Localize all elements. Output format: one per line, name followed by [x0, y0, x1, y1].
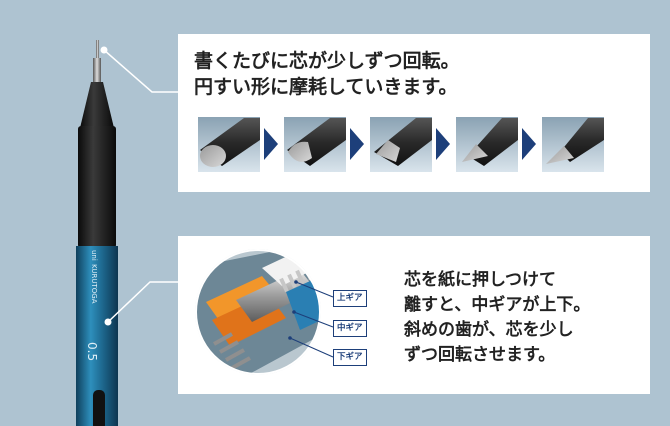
description-line: 斜めの歯が、芯を少し	[404, 320, 574, 340]
lower-gear-label: 下ギア	[333, 349, 367, 366]
upper-gear-label: 上ギア	[333, 290, 367, 307]
pencil-lead	[96, 40, 99, 60]
bottom-callout-line	[107, 281, 178, 323]
description-line: 芯を紙に押しつけて	[404, 270, 556, 290]
top-callout-dot	[100, 46, 108, 54]
middle-gear-label: 中ギア	[333, 320, 367, 337]
description-line: 離すと、中ギアが上下。	[404, 295, 591, 315]
progress-arrow	[350, 128, 364, 160]
progress-arrow	[264, 128, 278, 160]
pencil-sleeve	[93, 58, 101, 82]
bottom-callout-dot	[104, 318, 112, 326]
pencil-grip	[78, 126, 116, 248]
heading-line: 書くたびに芯が少しずつ回転。	[194, 50, 460, 72]
lead-rotation-heading: 書くたびに芯が少しずつ回転。 円すい形に摩耗していきます。	[194, 48, 460, 100]
pen-model-text: KURUTOGA	[90, 264, 98, 304]
top-callout-line	[103, 49, 178, 93]
pencil-cone	[80, 82, 114, 128]
pen-lead-size-text: 0.5	[85, 342, 99, 361]
gear-mechanism-description: 芯を紙に押しつけて 離すと、中ギアが上下。 斜めの歯が、芯を少し ずつ回転させま…	[404, 268, 590, 368]
progress-arrow	[522, 128, 536, 160]
pen-brand-text: uni	[90, 250, 98, 261]
progress-arrow	[436, 128, 450, 160]
description-line: ずつ回転させます。	[404, 345, 556, 365]
pencil-clip	[93, 390, 105, 426]
heading-line: 円すい形に摩耗していきます。	[194, 76, 458, 98]
